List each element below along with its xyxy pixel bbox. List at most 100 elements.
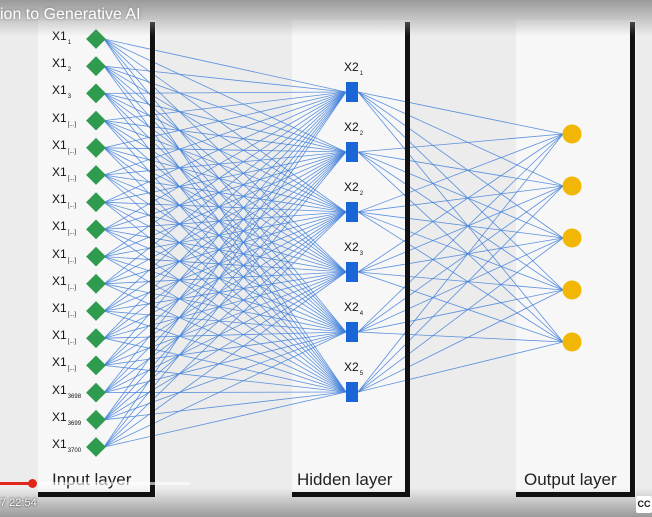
output-node — [562, 332, 582, 352]
input-hidden-connection — [103, 271, 347, 312]
input-node-label-base: X1 — [52, 382, 67, 397]
input-hidden-connection — [103, 174, 347, 213]
input-hidden-connection — [103, 151, 347, 366]
input-hidden-connection — [103, 174, 347, 393]
input-hidden-connection — [103, 391, 347, 394]
input-node-label: X1[...] — [52, 355, 76, 372]
input-hidden-connection — [103, 256, 347, 393]
output-node — [562, 228, 582, 248]
hidden-node-label: X21 — [344, 60, 363, 77]
hidden-output-connection — [357, 133, 564, 153]
input-hidden-connection — [103, 174, 347, 333]
input-node-label: X1[...] — [52, 111, 76, 128]
input-hidden-connection — [103, 201, 347, 213]
input-node-label: X13700 — [52, 437, 81, 454]
hidden-layer-label: Hidden layer — [297, 470, 393, 489]
hidden-node-label-base: X2 — [344, 60, 359, 74]
input-node — [86, 165, 106, 185]
input-node-label-subscript: [...] — [67, 312, 77, 318]
progress-bar[interactable] — [0, 479, 190, 488]
input-hidden-connection — [103, 271, 347, 366]
input-node-label: X12 — [52, 56, 71, 73]
hidden-output-connection — [357, 133, 564, 213]
hidden-node-label: X23 — [344, 240, 363, 257]
input-node — [86, 246, 106, 267]
closed-captions-button[interactable]: CC — [636, 496, 652, 513]
input-node-label-base: X1 — [52, 273, 67, 288]
hidden-output-connection — [357, 91, 564, 239]
input-hidden-connection — [103, 147, 347, 153]
hidden-node — [346, 202, 358, 222]
hidden-output-connection — [357, 185, 564, 213]
input-hidden-connection — [103, 271, 347, 285]
hidden-node-label-base: X2 — [344, 120, 359, 134]
input-hidden-connection — [103, 174, 347, 273]
layer-divider — [630, 22, 635, 497]
input-hidden-connection — [103, 211, 347, 366]
input-node — [86, 409, 106, 430]
input-hidden-connection — [103, 151, 347, 176]
input-node — [86, 83, 106, 104]
hidden-output-connection — [357, 151, 564, 239]
input-hidden-connection — [103, 211, 347, 230]
output-node — [562, 176, 582, 196]
input-hidden-connection — [103, 151, 347, 285]
input-hidden-connection — [103, 211, 347, 421]
hidden-output-connection — [357, 237, 564, 393]
input-node-label-base: X1 — [52, 83, 67, 98]
hidden-output-connection — [357, 289, 564, 393]
input-hidden-connection — [103, 331, 347, 421]
input-node-label-subscript: [...] — [67, 148, 77, 155]
input-hidden-connection — [103, 91, 347, 448]
input-node-label-subscript: [...] — [67, 366, 77, 373]
input-hidden-connection — [103, 38, 347, 93]
input-hidden-connection — [103, 211, 347, 257]
input-node — [86, 137, 106, 158]
input-node-label: X1[...] — [52, 328, 76, 345]
input-hidden-connection — [103, 91, 347, 257]
input-hidden-connection — [103, 91, 347, 94]
input-node-label: X1[...] — [52, 138, 76, 155]
hidden-node-label-subscript: 2 — [359, 191, 364, 197]
input-hidden-connection — [103, 229, 347, 333]
input-hidden-connection — [103, 331, 347, 366]
input-hidden-connection — [103, 229, 347, 273]
input-hidden-connection — [103, 283, 347, 393]
input-hidden-connection — [103, 65, 347, 93]
input-hidden-connection — [103, 211, 347, 285]
hidden-output-connection — [357, 151, 564, 291]
input-node-label-base: X1 — [52, 56, 67, 71]
input-node-label-base: X1 — [52, 165, 67, 179]
output-layer-label: Output layer — [524, 470, 617, 489]
input-node-label: X13699 — [52, 410, 81, 427]
hidden-output-connection — [357, 133, 564, 333]
input-hidden-connection — [103, 391, 347, 421]
input-node — [86, 437, 106, 457]
input-node-label-subscript: [...] — [67, 176, 77, 182]
controls-shade — [0, 488, 652, 517]
input-hidden-connection — [103, 310, 347, 333]
input-hidden-connection — [103, 91, 347, 421]
video-title[interactable]: ion to Generative AI — [0, 6, 141, 23]
input-node-label-base: X1 — [52, 137, 67, 152]
input-hidden-connection — [103, 91, 347, 312]
input-hidden-connection — [103, 331, 347, 339]
hidden-output-connection — [357, 211, 564, 239]
input-node — [86, 110, 106, 131]
progress-scrubber-handle[interactable] — [28, 479, 38, 488]
input-hidden-connection — [103, 151, 347, 393]
input-node-label-base: X1 — [52, 437, 67, 451]
input-hidden-connection — [103, 91, 347, 230]
input-node-label: X13 — [52, 83, 71, 100]
input-hidden-connection — [103, 91, 347, 366]
hidden-node-label-subscript: 2 — [359, 131, 364, 137]
hidden-node-label-subscript: 4 — [359, 311, 364, 317]
input-node-label: X1[...] — [52, 165, 76, 182]
input-hidden-connection — [103, 151, 347, 339]
input-hidden-connection — [103, 91, 347, 149]
input-hidden-connection — [103, 337, 347, 393]
input-node-label-subscript: 3699 — [67, 420, 82, 427]
hidden-node-label-base: X2 — [344, 360, 359, 374]
hidden-output-connection — [357, 341, 564, 393]
